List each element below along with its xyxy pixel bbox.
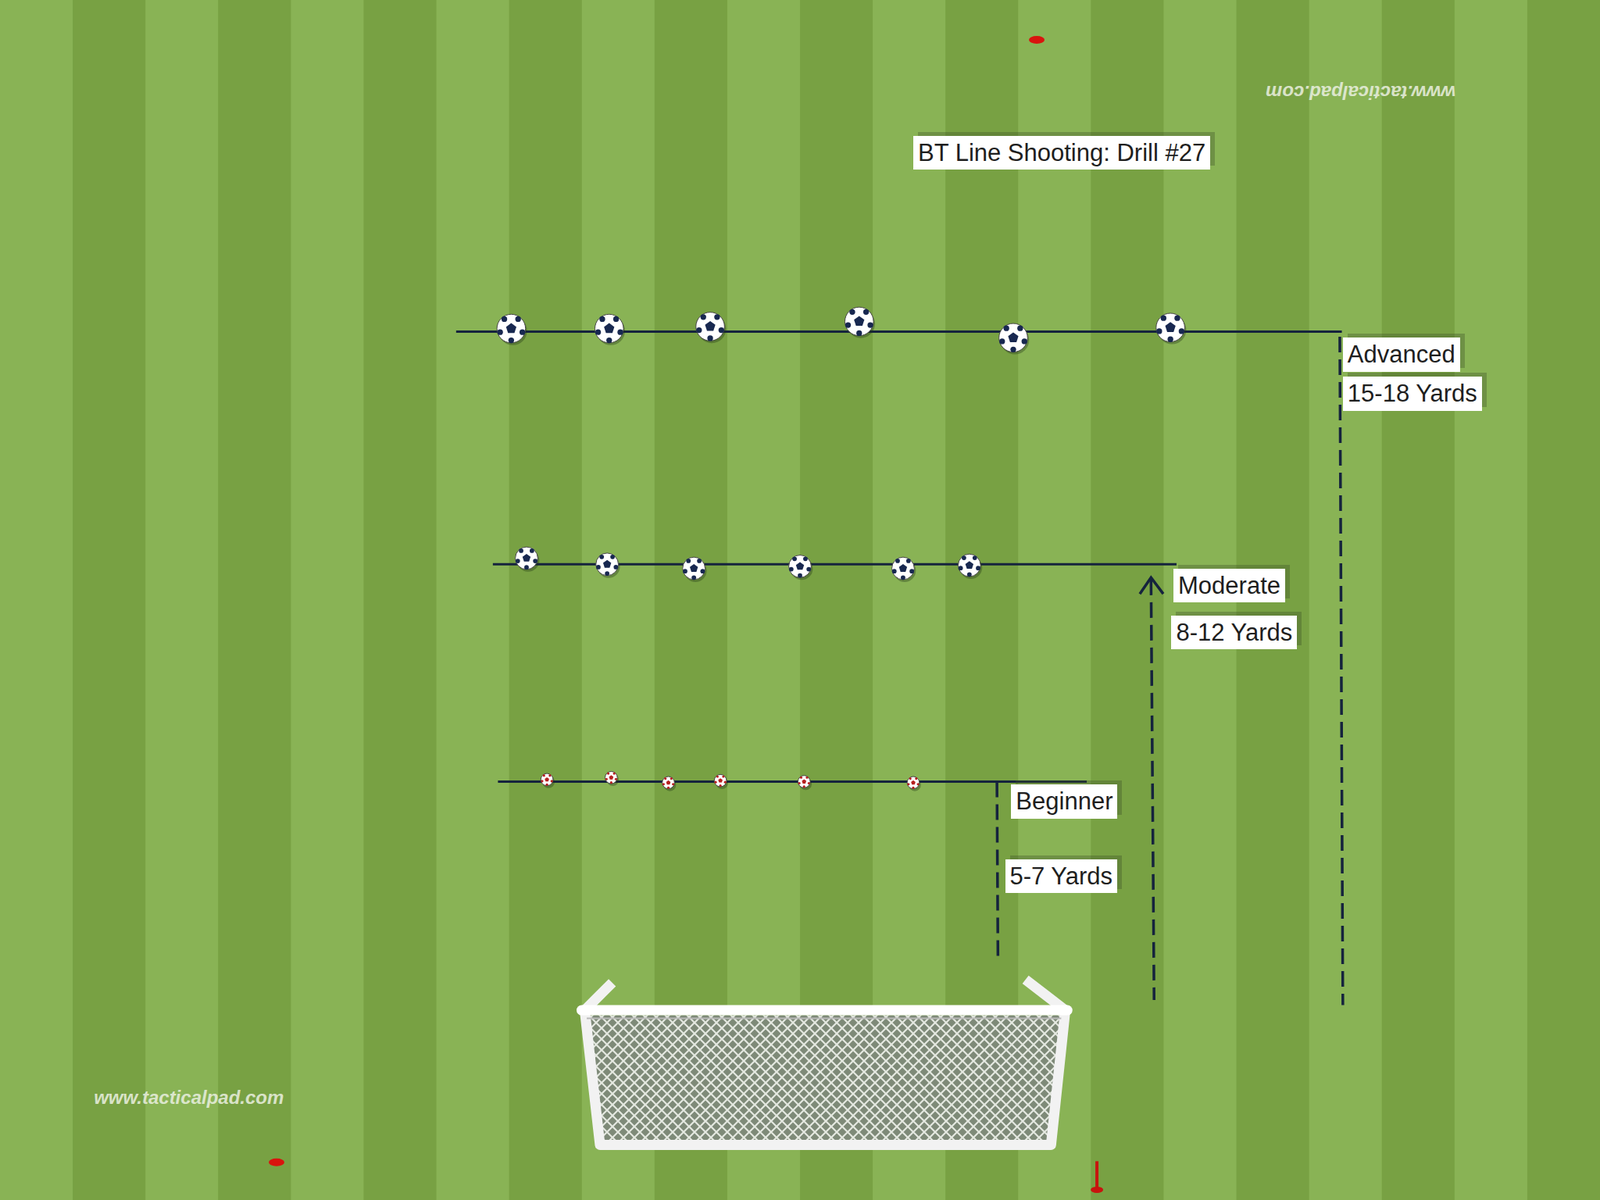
- grass-stripe: [72, 0, 147, 1200]
- soccer-ball: [1156, 313, 1187, 345]
- balls: [496, 307, 1186, 791]
- distance-label: Moderate: [1173, 568, 1286, 604]
- cone: [1028, 35, 1045, 44]
- soccer-ball: [596, 553, 621, 579]
- grass-stripe: [363, 0, 437, 1200]
- watermark: www.tacticalpad.com: [1265, 81, 1456, 104]
- drill-lines: [456, 331, 1343, 1005]
- drill-title: BT Line Shooting: Drill #27: [913, 135, 1211, 171]
- marker-pole: [1095, 1160, 1099, 1190]
- watermark: www.tacticalpad.com: [93, 1086, 284, 1109]
- grass-stripe: [1090, 0, 1165, 1200]
- distance-label: 8-12 Yards: [1171, 615, 1297, 650]
- soccer-ball: [540, 773, 555, 789]
- ball-line: [456, 330, 1343, 333]
- grass-stripe: [1527, 0, 1600, 1200]
- grass-stripe: [436, 0, 511, 1200]
- soccer-ball: [999, 323, 1030, 355]
- arrow-head: [1139, 577, 1164, 594]
- goal: [581, 979, 1068, 1146]
- soccer-ball: [907, 776, 922, 792]
- distance-line: [1339, 336, 1343, 1006]
- grass-stripe: [1309, 0, 1383, 1200]
- label-text: 8-12 Yards: [1175, 618, 1293, 647]
- marker-base: [1090, 1186, 1104, 1193]
- ball-line: [492, 563, 1177, 566]
- soccer-ball: [714, 774, 729, 790]
- grass-stripe: [290, 0, 365, 1200]
- soccer-ball: [515, 546, 540, 572]
- label-text: Moderate: [1178, 571, 1281, 600]
- soccer-ball: [957, 553, 983, 579]
- soccer-ball: [662, 776, 677, 792]
- label-text: 15-18 Yards: [1347, 379, 1478, 408]
- soccer-ball: [605, 771, 620, 786]
- ball-line: [497, 780, 1087, 783]
- distance-label: Advanced: [1342, 337, 1461, 372]
- grass-stripe: [509, 0, 583, 1200]
- distance-label: Beginner: [1010, 784, 1118, 819]
- soccer-ball: [594, 314, 625, 346]
- soccer-ball: [844, 307, 875, 339]
- grass-stripe: [1382, 0, 1456, 1200]
- label-text: Beginner: [1015, 787, 1113, 816]
- soccer-ball: [496, 314, 528, 346]
- soccer-ball: [696, 312, 727, 344]
- distance-line: [996, 781, 998, 959]
- soccer-ball: [797, 775, 812, 791]
- distance-label: 5-7 Yards: [1005, 859, 1118, 894]
- distance-label: 15-18 Yards: [1342, 376, 1483, 411]
- soccer-ball: [892, 557, 917, 583]
- grass-stripe: [1454, 0, 1529, 1200]
- grass-stripe: [217, 0, 292, 1200]
- label-text: Advanced: [1347, 340, 1456, 369]
- soccer-ball: [682, 557, 708, 583]
- grass-stripe: [0, 0, 74, 1200]
- grass-stripe: [145, 0, 219, 1200]
- distance-line: [1150, 579, 1154, 1000]
- label-text: 5-7 Yards: [1010, 862, 1114, 891]
- cone: [268, 1158, 285, 1167]
- soccer-ball: [789, 555, 814, 581]
